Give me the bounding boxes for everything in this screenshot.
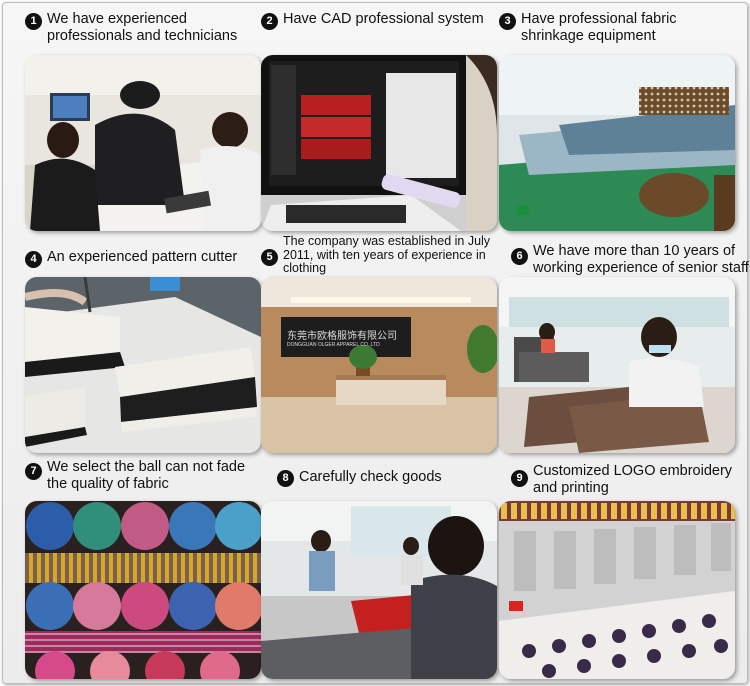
- photo-checking-goods: [261, 501, 497, 679]
- number-badge-8: 8: [277, 470, 294, 487]
- caption-text-4: An experienced pattern cutter: [47, 249, 238, 265]
- number-badge-9: 9: [511, 470, 528, 487]
- office-sign-chinese: 东莞市欧格服饰有限公司: [287, 331, 397, 342]
- caption-text-9: Customized LOGO embroidery and printing: [533, 463, 733, 496]
- caption-text-8: Carefully check goods: [299, 469, 442, 485]
- photo-company-office: 东莞市欧格服饰有限公司 DONGGUAN OLGER APPAREL CO.,L…: [261, 277, 497, 453]
- number-badge-5: 5: [261, 249, 278, 266]
- number-badge-3: 3: [499, 13, 516, 30]
- caption-text-3: Have professional fabric shrinkage equip…: [521, 11, 677, 44]
- photo-embroidery: [499, 501, 735, 679]
- office-sign-english: DONGGUAN OLGER APPAREL CO.,LTD: [287, 342, 380, 348]
- number-badge-2: 2: [261, 13, 278, 30]
- photo-pattern-cutter: [25, 277, 261, 453]
- photo-senior-staff: [499, 277, 735, 453]
- photo-fabric-rolls: [25, 501, 261, 679]
- caption-text-5: The company was established in July 2011…: [283, 234, 491, 275]
- caption-text-2: Have CAD professional system: [283, 11, 484, 27]
- photo-cad-system: [261, 55, 497, 231]
- photo-shrinkage-equipment: [499, 55, 735, 231]
- office-sign: 东莞市欧格服饰有限公司 DONGGUAN OLGER APPAREL CO.,L…: [287, 331, 403, 349]
- number-badge-6: 6: [511, 248, 528, 265]
- number-badge-1: 1: [25, 13, 42, 30]
- caption-text-7: We select the ball can not fade the qual…: [47, 459, 246, 492]
- number-badge-7: 7: [25, 463, 42, 480]
- caption-text-6: We have more than 10 years of working ex…: [533, 243, 749, 276]
- photo-technicians: [25, 55, 261, 231]
- number-badge-4: 4: [25, 251, 42, 268]
- caption-text-1: We have experienced professionals and te…: [47, 11, 238, 44]
